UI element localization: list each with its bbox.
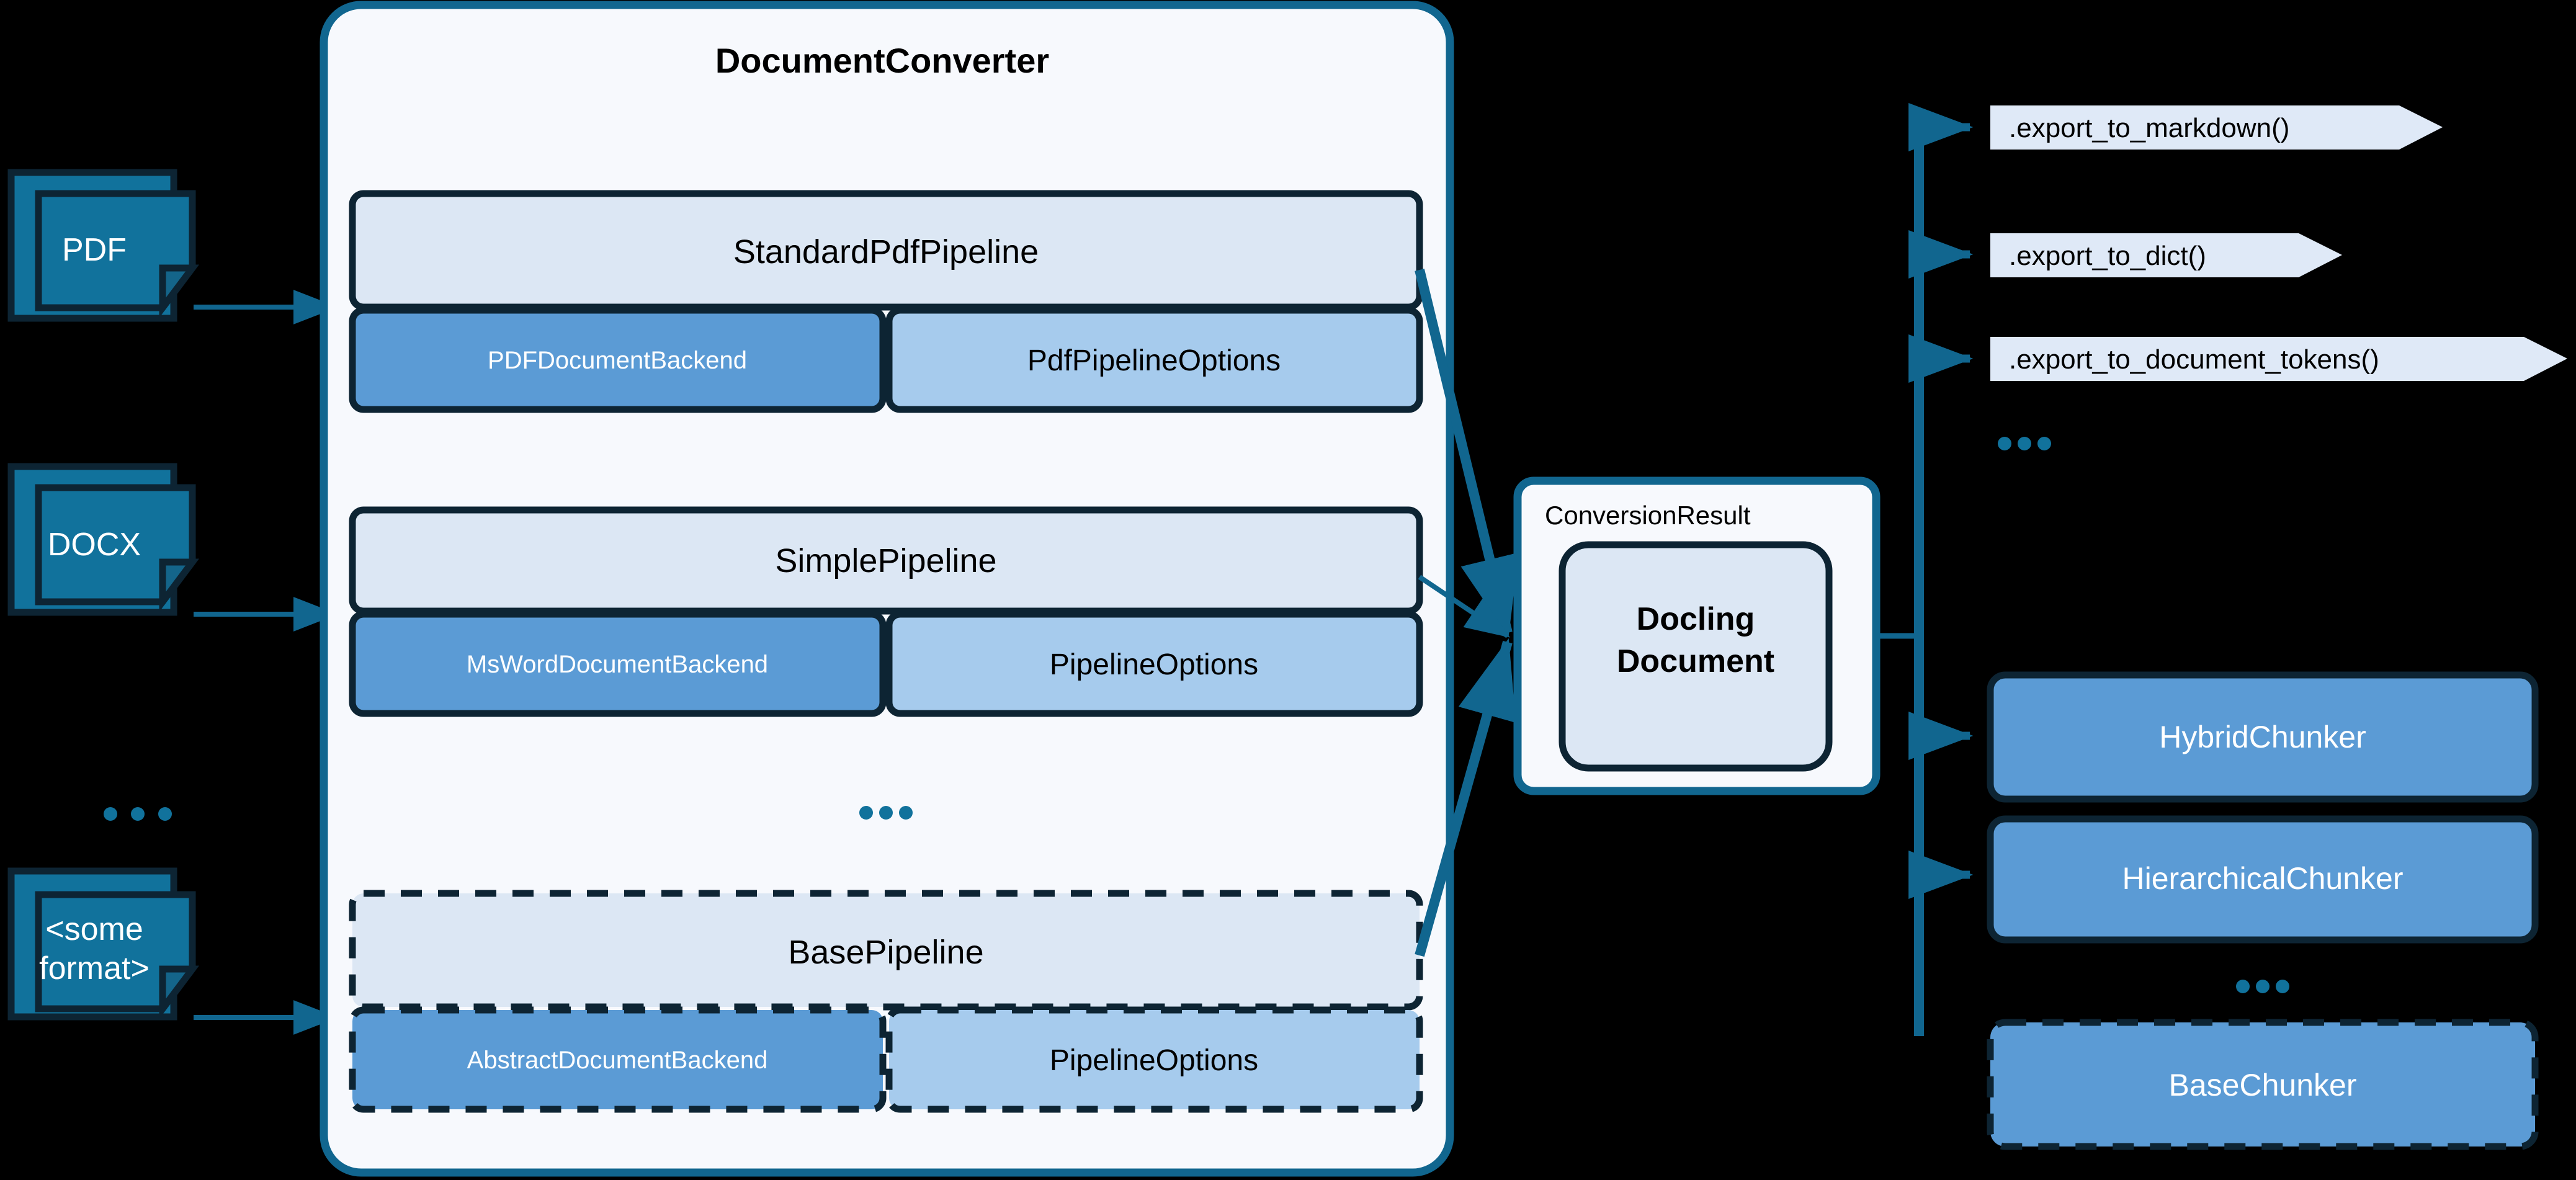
- input-document-docx[interactable]: DOCX: [7, 463, 199, 616]
- base-pipeline-header[interactable]: [349, 890, 1423, 1011]
- pdf-document-backend-label: PDFDocumentBackend: [488, 347, 747, 374]
- msword-document-backend-box[interactable]: [349, 610, 887, 717]
- simple-pipeline-options-label: PipelineOptions: [1050, 648, 1258, 681]
- arrow-base-pipeline-to-result: [1415, 638, 1516, 957]
- simple-pipeline-options-box[interactable]: [885, 610, 1423, 717]
- pdf-pipeline-options-box[interactable]: [885, 306, 1423, 413]
- hybrid-chunker-label: HybridChunker: [2159, 720, 2366, 754]
- base-chunker-label: BaseChunker: [2169, 1068, 2357, 1102]
- export-to-markdown-shape: [1990, 105, 2443, 150]
- docling-document-label-line2: Document: [1617, 643, 1774, 679]
- someformat-fold-corner-icon: [159, 965, 199, 1019]
- chunker-hierarchical[interactable]: HierarchicalChunker: [1987, 815, 2539, 944]
- base-chunker-box[interactable]: [1987, 1019, 2539, 1150]
- export-to-dict-tag[interactable]: .export_to_dict(): [1990, 233, 2342, 277]
- conversion-result-group[interactable]: ConversionResult Docling Document: [1513, 476, 1881, 795]
- docx-label: DOCX: [48, 527, 141, 563]
- conversion-result-label: ConversionResult: [1545, 501, 1751, 530]
- base-pipeline-label: BasePipeline: [788, 934, 983, 971]
- connector-doc-to-pipeline-group: [194, 290, 338, 1035]
- export-to-document-tokens-label: .export_to_document_tokens(): [2009, 344, 2379, 375]
- docling-document-label-line1: Docling: [1637, 601, 1755, 637]
- simple-pipeline-label: SimplePipeline: [775, 542, 996, 579]
- pipeline-base[interactable]: BasePipeline AbstractDocumentBackend Pip…: [349, 890, 1423, 1113]
- connector-result-branch-group: [1876, 103, 1974, 1036]
- base-pipeline-options-box[interactable]: [885, 1006, 1423, 1113]
- msword-document-backend-label: MsWordDocumentBackend: [467, 651, 768, 678]
- exports-ellipsis: [1998, 437, 2051, 450]
- chunker-hybrid[interactable]: HybridChunker: [1987, 671, 2539, 803]
- hybrid-chunker-box[interactable]: [1987, 671, 2539, 803]
- hierarchical-chunker-box[interactable]: [1987, 815, 2539, 944]
- export-to-markdown-label: .export_to_markdown(): [2009, 113, 2289, 143]
- docx-fold-corner-icon: [159, 558, 199, 612]
- standard-pdf-pipeline-header[interactable]: [349, 190, 1423, 311]
- converter-ellipsis: [859, 806, 913, 820]
- export-to-dict-shape: [1990, 233, 2342, 277]
- someformat-label-line1: <some: [45, 911, 143, 947]
- export-to-dict-label: .export_to_dict(): [2009, 241, 2206, 271]
- export-to-document-tokens-shape: [1990, 337, 2567, 381]
- simple-pipeline-header[interactable]: [349, 506, 1423, 615]
- abstract-document-backend-label: AbstractDocumentBackend: [467, 1047, 768, 1074]
- pdf-document-backend-box[interactable]: [349, 306, 887, 413]
- input-document-pdf[interactable]: PDF: [7, 169, 199, 322]
- export-to-document-tokens-tag[interactable]: .export_to_document_tokens(): [1990, 337, 2567, 381]
- arrow-standard-pipeline-to-result: [1415, 269, 1519, 637]
- pdf-label: PDF: [62, 232, 127, 268]
- input-document-some-format[interactable]: <some format>: [7, 867, 199, 1021]
- chunkers-ellipsis: [2236, 980, 2289, 993]
- pdf-fold-corner-icon: [159, 264, 199, 318]
- pipeline-standard-pdf[interactable]: StandardPdfPipeline PDFDocumentBackend P…: [349, 190, 1423, 413]
- export-to-markdown-tag[interactable]: .export_to_markdown(): [1990, 105, 2443, 150]
- pipeline-simple[interactable]: SimplePipeline MsWordDocumentBackend Pip…: [349, 506, 1423, 717]
- standard-pdf-pipeline-label: StandardPdfPipeline: [733, 233, 1039, 270]
- document-converter-title: DocumentConverter: [715, 41, 1049, 80]
- input-ellipsis: [104, 807, 172, 821]
- base-pipeline-options-label: PipelineOptions: [1050, 1044, 1258, 1077]
- docling-document-box[interactable]: [1559, 541, 1833, 772]
- arrow-simple-pipeline-to-result: [1418, 574, 1510, 638]
- someformat-label-line2: format>: [39, 950, 150, 986]
- hierarchical-chunker-label: HierarchicalChunker: [2122, 861, 2404, 896]
- connector-pipeline-to-result-group: [1415, 269, 1519, 957]
- pdf-pipeline-options-label: PdfPipelineOptions: [1027, 344, 1281, 377]
- chunker-base[interactable]: BaseChunker: [1987, 1019, 2539, 1150]
- abstract-document-backend-box[interactable]: [349, 1006, 887, 1113]
